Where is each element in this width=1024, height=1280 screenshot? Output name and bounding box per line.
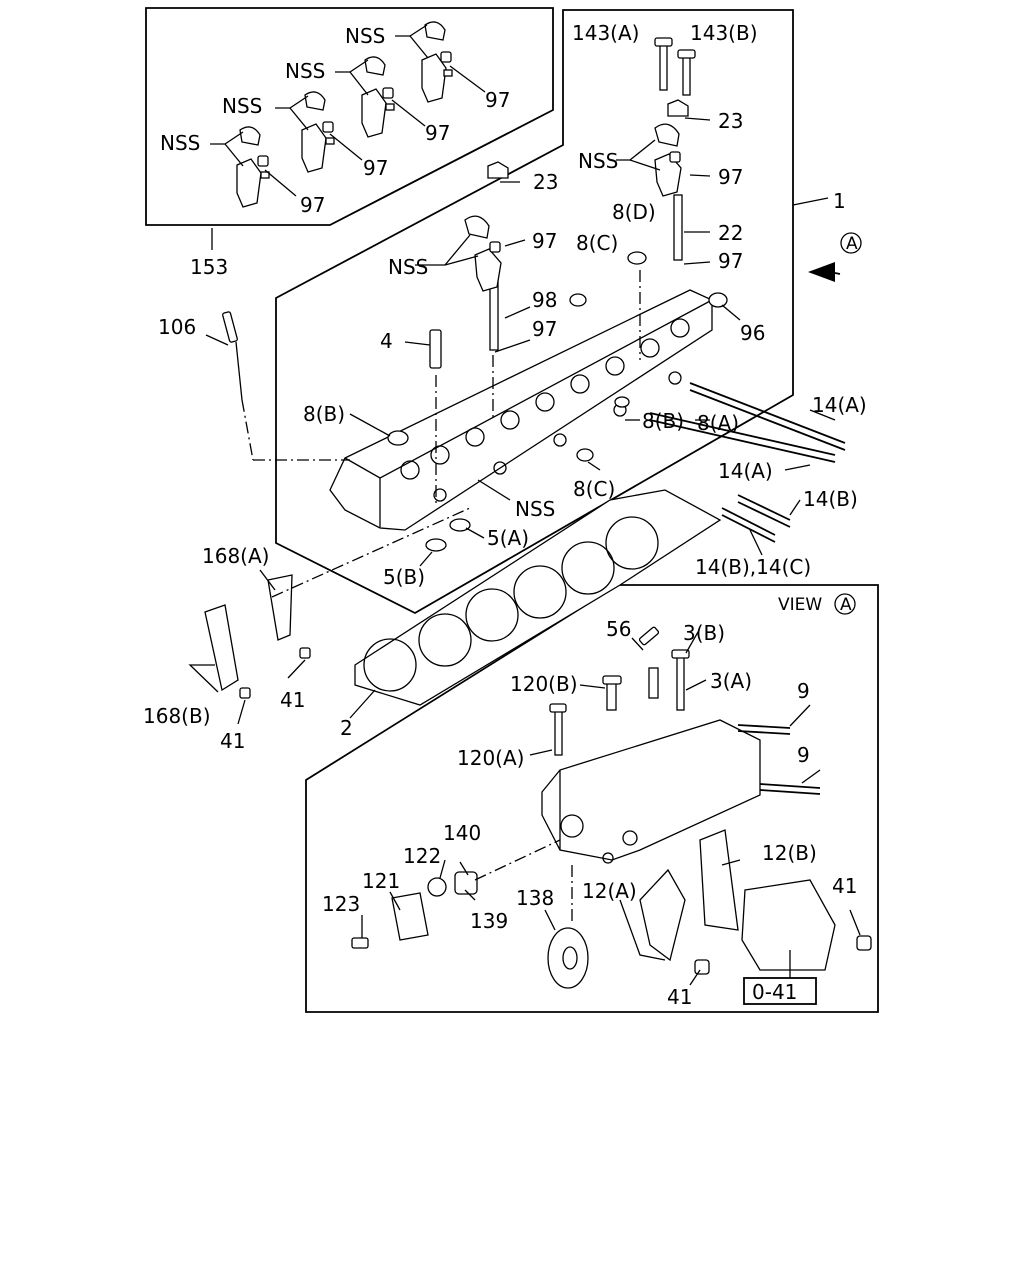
- label-2: 2: [340, 716, 353, 740]
- label-9-bottom: 9: [797, 743, 810, 767]
- view-a-bolts: [549, 626, 821, 795]
- rocker-arm-set-2: [361, 56, 395, 138]
- label-nss-lower: NSS: [515, 497, 555, 521]
- label-4: 4: [380, 329, 393, 353]
- label-122: 122: [403, 844, 441, 868]
- label-120b: 120(B): [510, 672, 578, 696]
- label-120a: 120(A): [457, 746, 524, 770]
- label-circle-a-top: A: [846, 234, 858, 254]
- rocker-inset-frame: [145, 7, 554, 226]
- label-12a: 12(A): [582, 879, 637, 903]
- cylinder-head-group-frame: [275, 9, 794, 615]
- part-labels: NSS 97 NSS 97 NSS 97 NSS 97 153 143(A) 1…: [143, 21, 867, 1009]
- label-1: 1: [833, 189, 846, 213]
- head-bolts: [649, 382, 846, 543]
- label-14bc: 14(B),14(C): [695, 555, 811, 579]
- label-3a: 3(A): [710, 669, 752, 693]
- label-14a-top: 14(A): [812, 393, 867, 417]
- view-a-cover-plate: [351, 871, 478, 949]
- view-a-gear: [547, 927, 589, 989]
- view-a-direction-arrow: [808, 232, 862, 282]
- label-3b: 3(B): [683, 621, 725, 645]
- inset-leaders: [210, 24, 486, 250]
- label-41-view-bottom: 41: [667, 985, 692, 1009]
- lifting-brackets: [204, 574, 311, 699]
- rocker-arm-set-4: [236, 126, 270, 208]
- label-8a: 8(A): [697, 411, 739, 435]
- label-168b: 168(B): [143, 704, 211, 728]
- leader-lines: [188, 117, 861, 986]
- label-140: 140: [443, 821, 481, 845]
- rocker-arm-set-1: [421, 21, 453, 103]
- label-14b: 14(B): [803, 487, 858, 511]
- label-reference: 0-41: [752, 980, 797, 1004]
- label-106: 106: [158, 315, 196, 339]
- label-nss-inset-3: NSS: [222, 94, 262, 118]
- label-143b: 143(B): [690, 21, 758, 45]
- label-123: 123: [322, 892, 360, 916]
- reference-box: [743, 977, 817, 1005]
- expansion-plugs: [387, 251, 728, 552]
- head-gasket: [354, 489, 722, 706]
- label-138: 138: [516, 886, 554, 910]
- label-153: 153: [190, 255, 228, 279]
- view-a-brackets: [639, 829, 872, 975]
- glow-plug: [222, 311, 243, 401]
- label-view: VIEW: [778, 595, 822, 615]
- label-12b: 12(B): [762, 841, 817, 865]
- label-nss-mid: NSS: [388, 255, 428, 279]
- view-a-frame: [305, 584, 879, 1013]
- label-97-lower: 97: [532, 317, 557, 341]
- label-97-top: 97: [718, 165, 743, 189]
- label-56: 56: [606, 617, 631, 641]
- label-97-inset-1: 97: [485, 88, 510, 112]
- label-96: 96: [740, 321, 765, 345]
- label-97-inset-2: 97: [425, 121, 450, 145]
- label-139: 139: [470, 909, 508, 933]
- label-143a: 143(A): [572, 21, 639, 45]
- label-5a: 5(A): [487, 526, 529, 550]
- label-14a-mid: 14(A): [718, 459, 773, 483]
- label-23-top: 23: [718, 109, 743, 133]
- label-41-view-right: 41: [832, 874, 857, 898]
- label-8c-bottom: 8(C): [573, 477, 615, 501]
- label-41-lower: 41: [220, 729, 245, 753]
- label-97-inset-3: 97: [363, 156, 388, 180]
- label-22: 22: [718, 221, 743, 245]
- label-98: 98: [532, 288, 557, 312]
- label-5b: 5(B): [383, 565, 425, 589]
- label-8b-right: 8(B): [642, 409, 684, 433]
- label-121: 121: [362, 869, 400, 893]
- label-8c-top: 8(C): [576, 231, 618, 255]
- label-97-inset-4: 97: [300, 193, 325, 217]
- head-rocker-arm-front: [464, 161, 509, 292]
- label-nss-inset-1: NSS: [345, 24, 385, 48]
- rocker-arm-set-3: [301, 91, 335, 173]
- label-97-upper: 97: [718, 249, 743, 273]
- label-8d: 8(D): [612, 200, 656, 224]
- label-23-mid: 23: [533, 170, 558, 194]
- view-a-circle-marker: [840, 232, 862, 254]
- label-41-upper: 41: [280, 688, 305, 712]
- label-9-top: 9: [797, 679, 810, 703]
- rocker-studs: [429, 194, 683, 369]
- label-nss-inset-2: NSS: [285, 59, 325, 83]
- label-8b-left: 8(B): [303, 402, 345, 426]
- view-a-head: [541, 719, 761, 864]
- view-a-title-circle: [834, 593, 856, 615]
- label-circle-a-view: A: [840, 595, 852, 615]
- label-nss-inset-4: NSS: [160, 131, 200, 155]
- label-nss-top: NSS: [578, 149, 618, 173]
- label-97-mid: 97: [532, 229, 557, 253]
- head-rocker-arm-rear: [654, 37, 696, 197]
- cylinder-head: [329, 289, 713, 531]
- label-168a: 168(A): [202, 544, 269, 568]
